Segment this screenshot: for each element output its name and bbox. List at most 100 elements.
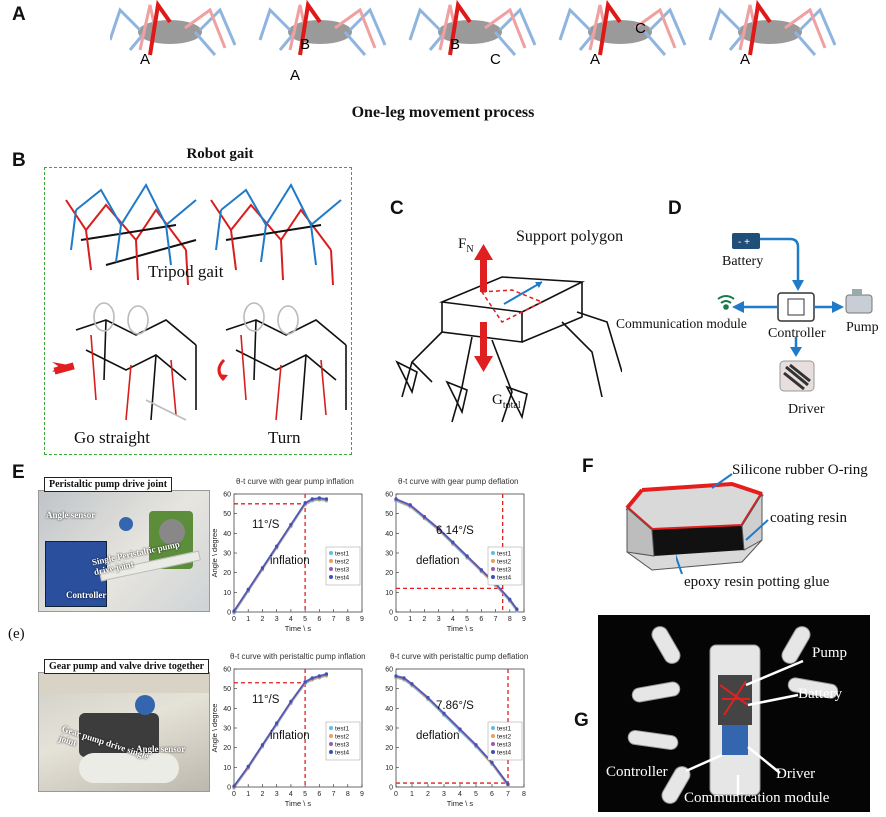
y-tick-label: 50 [385,686,393,693]
y-tick-label: 60 [223,492,231,499]
data-point [410,682,414,686]
x-tick-label: 6 [479,616,483,623]
series-test4 [395,498,518,610]
legend-marker [491,559,495,563]
x-tick-label: 9 [522,616,526,623]
frame-bottom-label: C [490,51,501,68]
panel-g-letter: G [574,710,589,731]
driver-label: Driver [788,402,825,417]
data-point [310,497,314,501]
legend-marker [491,726,495,730]
tripod-gait-left [65,182,197,286]
x-tick-label: 0 [232,791,236,798]
y-tick-label: 40 [223,531,231,538]
x-tick-label: 2 [260,791,264,798]
x-tick-label: 5 [303,791,307,798]
y-tick-label: 50 [223,686,231,693]
gtotal-label: Gtotal [492,392,521,411]
data-point [260,743,265,747]
battery-label: Battery [722,254,764,269]
rate-annotation: 7.86°/S [436,700,474,712]
legend-label: test2 [335,734,349,741]
x-tick-label: 1 [410,791,414,798]
x-tick-label: 5 [474,791,478,798]
rate-annotation: 6.14°/S [436,525,474,537]
data-point [232,609,236,613]
x-tick-label: 4 [289,791,293,798]
wifi-icon [717,295,735,310]
y-tick-label: 30 [385,551,393,558]
phase-annotation: inflation [270,555,310,567]
frame-top-label: B [450,36,460,53]
legend-marker [329,567,333,571]
data-point [303,680,307,684]
panel-a-letter: A [12,4,26,25]
x-axis-label: Time \ s [285,799,312,808]
panel-f-leaders [676,473,769,575]
leg-frame-5: A [708,0,837,68]
x-tick-label: 6 [317,791,321,798]
legend-label: test1 [497,726,511,733]
legend-marker [329,742,333,746]
panel-f-letter: F [582,456,594,477]
data-point [422,514,427,519]
data-point [232,784,236,788]
panel-d-letter: D [668,198,682,219]
legend-marker [491,567,495,571]
y-axis-label: Angle \ degree [212,704,219,753]
legend-marker [329,750,333,754]
turn-label: Turn [268,428,301,447]
chart3-title: θ-t curve with peristaltic pump inflatio… [230,652,366,661]
y-tick-label: 30 [223,726,231,733]
legend-marker [329,734,333,738]
x-tick-label: 3 [275,616,279,623]
turn-sketch [225,302,347,421]
x-tick-label: 8 [522,791,526,798]
gait-diagram [52,182,347,421]
chart2-title: θ-t curve with gear pump deflation [398,477,519,486]
support-polygon-pointer [503,281,543,305]
x-tick-label: 6 [317,616,321,623]
x-tick-label: 9 [360,616,364,623]
data-point [246,587,250,591]
data-point [465,554,469,558]
x-tick-label: 8 [346,791,350,798]
data-point [458,727,462,731]
data-point [408,503,412,507]
frame-bottom-label: A [290,67,300,84]
support-polygon-diagram [395,244,622,423]
frame-bottom-label: A [140,51,150,68]
x-tick-label: 9 [360,791,364,798]
y-axis-label: Angle \ degree [212,529,219,578]
data-point [451,540,455,544]
data-point [317,496,321,500]
active-leg [448,0,472,56]
pump-icon [845,289,873,314]
x-tick-label: 7 [332,616,336,623]
fn-arrow [480,258,487,292]
y-tick-label: 10 [385,590,393,597]
robot-label-controller: Controller [606,764,668,780]
tripod-gait-right [210,182,342,286]
x-tick-label: 5 [465,616,469,623]
legend-label: test1 [335,726,349,733]
comm-module-label: Communication module [616,316,747,331]
resin-housing-diagram [625,481,764,571]
data-point [317,674,321,678]
data-point [508,597,512,601]
leg-frame-2: BA [258,0,387,84]
data-point [394,674,398,678]
battery-icon [732,233,760,249]
y-tick-label: 40 [385,531,393,538]
chart1-title: θ-t curve with gear pump inflation [236,477,354,486]
data-point [275,544,279,548]
x-tick-label: 7 [332,791,336,798]
x-tick-label: 4 [458,791,462,798]
fn-label: FN [458,236,474,255]
phase-annotation: deflation [416,730,459,742]
y-tick-label: 0 [389,610,393,617]
legend-label: test3 [497,742,511,749]
rate-annotation: 11°/S [252,694,280,706]
